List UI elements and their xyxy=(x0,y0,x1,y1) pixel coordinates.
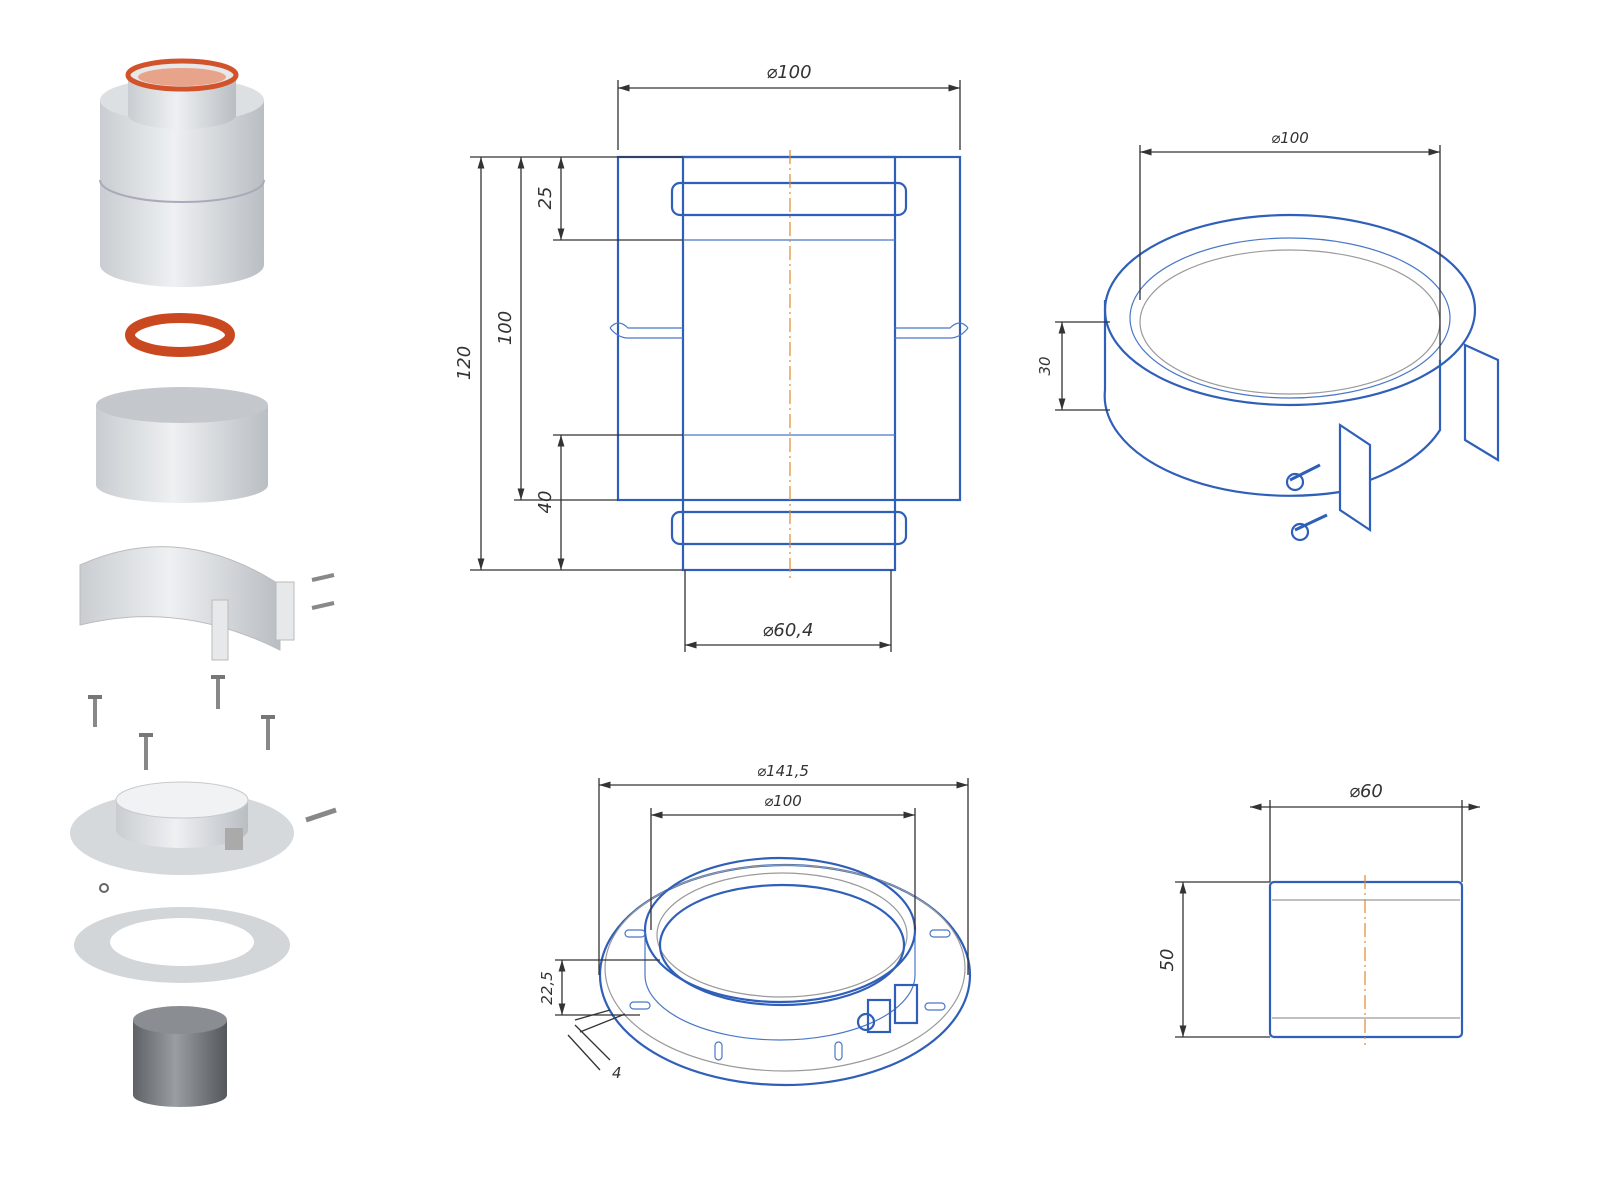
dim-flange-slot: 4 xyxy=(612,1064,622,1082)
dim-flange-height: 22,5 xyxy=(538,971,556,1004)
dim-clamp-diameter: ⌀100 xyxy=(1271,129,1309,147)
dim-bottom-offset: 40 xyxy=(535,491,556,514)
sleeve-part xyxy=(96,387,268,503)
coupling-view: ⌀100 120 100 25 40 ⌀60,4 xyxy=(454,62,969,652)
dim-flange-outer-diameter: ⌀141,5 xyxy=(757,762,809,780)
gasket-ring-part xyxy=(125,313,235,357)
exploded-parts xyxy=(70,58,337,1107)
dim-top-offset: 25 xyxy=(535,187,556,210)
dim-height-total: 120 xyxy=(454,346,475,380)
flange-part xyxy=(70,781,294,875)
dim-clamp-height: 30 xyxy=(1036,356,1054,375)
dim-diameter-bottom: ⌀60,4 xyxy=(763,620,814,641)
screws-part xyxy=(88,675,337,893)
dim-cap-height: 50 xyxy=(1157,949,1178,972)
cap-part xyxy=(133,1006,227,1107)
adapter-part xyxy=(99,58,265,287)
clamp-view: ⌀100 30 xyxy=(1036,129,1500,542)
dim-cap-diameter: ⌀60 xyxy=(1349,781,1383,802)
wall-gasket-part xyxy=(74,907,290,983)
flange-view: ⌀141,5 ⌀100 22,5 4 xyxy=(538,762,972,1087)
dim-height-inner: 100 xyxy=(495,311,516,345)
dim-flange-inner-diameter: ⌀100 xyxy=(764,792,802,810)
clamp-band-part xyxy=(79,546,335,661)
cap-view: ⌀60 50 xyxy=(1157,781,1480,1045)
dim-diameter-top: ⌀100 xyxy=(766,62,811,83)
